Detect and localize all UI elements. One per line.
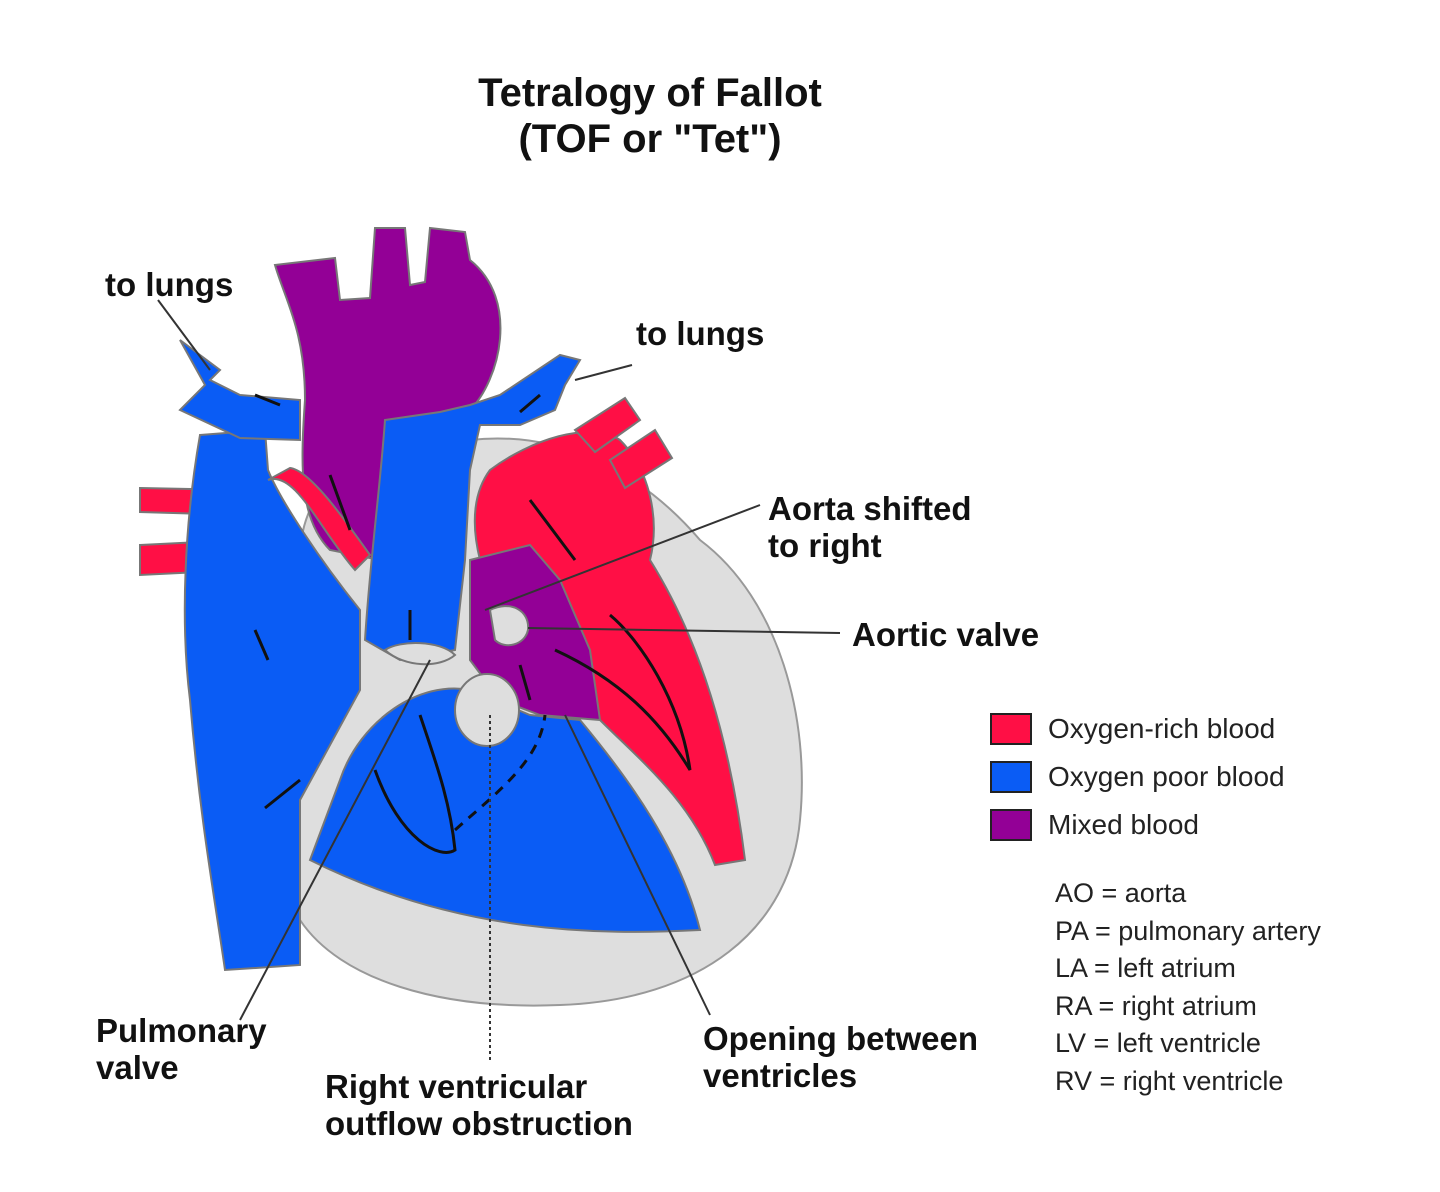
- arrow-right-branch: [519, 393, 541, 414]
- arrow-left-atrium: [528, 499, 577, 561]
- abbreviation-rv: RV = right ventricle: [1055, 1065, 1284, 1096]
- ventricular-septal-defect: [454, 673, 520, 747]
- leader-pulmonary-valve: [239, 659, 431, 1021]
- left-atrium-band: [267, 466, 372, 572]
- abbreviation-ao: AO = aorta: [1055, 878, 1187, 908]
- label-opening-between-ventricles: Opening between ventricles: [703, 1020, 978, 1094]
- abbreviation-la: LA = left atrium: [1055, 953, 1236, 983]
- arrow-rv-dashed: [454, 714, 547, 832]
- leader-opening: [564, 714, 711, 1016]
- right-ventricle: [308, 687, 702, 933]
- flow-arrows: [253, 393, 692, 854]
- arrow-right-atrium: [253, 629, 270, 661]
- label-opening-line-1: Opening between: [703, 1020, 979, 1057]
- label-aorta-shifted: Aorta shifted to right: [768, 490, 972, 564]
- leader-lines: [157, 299, 841, 1060]
- right-pulmonary-vein-lower: [608, 428, 674, 490]
- vena-cava-right-atrium: [183, 428, 361, 972]
- legend-swatch-mixed: [990, 809, 1032, 841]
- label-aorta-shifted-line-1: Aorta shifted: [768, 490, 972, 527]
- legend-swatch-oxygen-rich: [990, 713, 1032, 745]
- legend-item-oxygen-rich: Oxygen-rich blood: [990, 705, 1285, 753]
- legend-label-oxygen-poor: Oxygen poor blood: [1048, 761, 1285, 792]
- mixed-blood-region: [469, 543, 602, 722]
- pulmonary-artery: [363, 353, 582, 662]
- abbreviation-list: AO = aorta PA = pulmonary artery LA = le…: [1055, 875, 1321, 1100]
- leader-aorta-shifted: [484, 504, 761, 611]
- legend: Oxygen-rich blood Oxygen poor blood Mixe…: [990, 705, 1285, 849]
- right-pulmonary-vein-upper: [573, 396, 642, 454]
- label-rv-outflow-line-2: outflow obstruction: [325, 1105, 633, 1142]
- label-to-lungs-left: to lungs: [105, 266, 234, 303]
- leader-aortic-valve: [527, 627, 841, 634]
- label-pulmonary-valve: Pulmonary valve: [96, 1012, 267, 1086]
- label-rv-outflow: Right ventricular outflow obstruction: [325, 1068, 633, 1142]
- legend-label-oxygen-rich: Oxygen-rich blood: [1048, 713, 1276, 744]
- label-aorta-shifted-line-2: to right: [768, 527, 882, 564]
- legend-item-mixed: Mixed blood: [990, 801, 1285, 849]
- arrow-vena-cava: [264, 778, 301, 810]
- leader-to-lungs-right: [574, 364, 633, 381]
- title-line-1: Tetralogy of Fallot: [478, 71, 822, 115]
- arrow-mixed: [518, 664, 532, 701]
- abbreviation-pa: PA = pulmonary artery: [1055, 915, 1321, 946]
- abbreviation-lv: LV = left ventricle: [1055, 1028, 1261, 1058]
- title-line-2: (TOF or "Tet"): [518, 117, 782, 161]
- left-pulmonary-branch: [178, 339, 301, 442]
- label-aortic-valve: Aortic valve: [852, 616, 1040, 653]
- arrow-aorta: [328, 474, 352, 531]
- abbreviation-ra: RA = right atrium: [1055, 990, 1257, 1021]
- aortic-valve: [488, 605, 530, 647]
- label-pulmonary-valve-line-1: Pulmonary: [96, 1012, 267, 1049]
- arrow-lv-loop: [554, 613, 692, 771]
- pulmonary-valve-shape: [383, 642, 457, 666]
- arrow-left-branch: [254, 393, 281, 407]
- arrow-rv-loop: [373, 714, 457, 854]
- label-opening-line-2: ventricles: [703, 1057, 858, 1094]
- legend-label-mixed: Mixed blood: [1048, 809, 1199, 840]
- leader-to-lungs-left: [157, 299, 211, 371]
- diagram-title: Tetralogy of Fallot (TOF or "Tet"): [400, 70, 900, 162]
- label-pulmonary-valve-line-2: valve: [96, 1049, 179, 1086]
- legend-item-oxygen-poor: Oxygen poor blood: [990, 753, 1285, 801]
- label-rv-outflow-line-1: Right ventricular: [325, 1068, 588, 1105]
- label-to-lungs-right: to lungs: [636, 315, 765, 352]
- legend-swatch-oxygen-poor: [990, 761, 1032, 793]
